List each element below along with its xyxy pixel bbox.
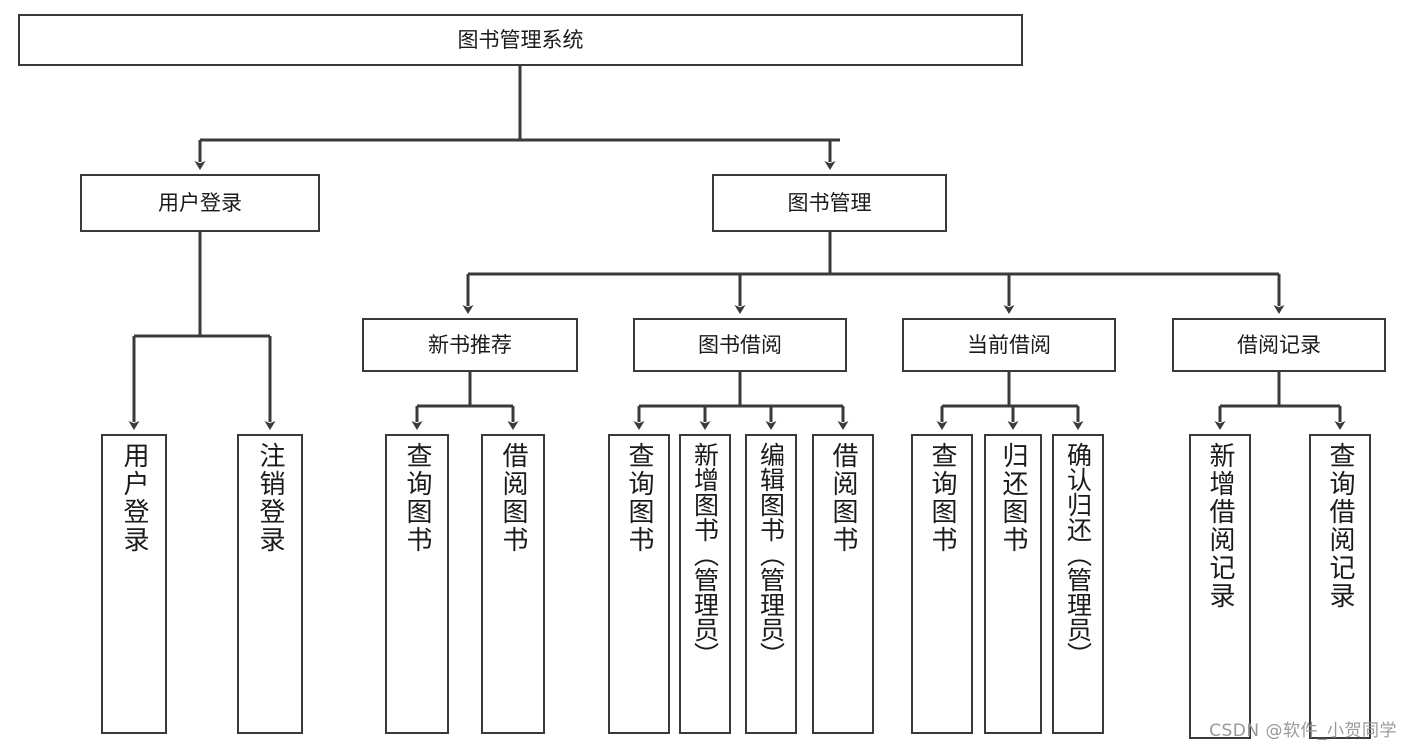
node-user-login-label: 用户登录 [158,190,242,215]
node-leaf-query-record[interactable]: 查询借阅记录 [1309,434,1371,739]
node-root-label: 图书管理系统 [457,27,584,52]
node-current-borrow[interactable]: 当前借阅 [902,318,1116,372]
node-leaf-borrow-book-2-label: 借阅图书 [828,442,858,554]
node-leaf-confirm-return[interactable]: 确认归还（管理员） [1052,434,1104,734]
node-leaf-borrow-book-2[interactable]: 借阅图书 [812,434,874,734]
node-user-login[interactable]: 用户登录 [80,174,320,232]
node-new-book-rec-label: 新书推荐 [428,332,512,357]
node-leaf-query-record-label: 查询借阅记录 [1325,442,1355,610]
node-leaf-return-book-label: 归还图书 [998,442,1028,554]
node-leaf-edit-book-label: 编辑图书（管理员） [756,442,786,667]
node-leaf-query-book-1-label: 查询图书 [402,442,432,554]
node-leaf-query-book-2[interactable]: 查询图书 [608,434,670,734]
node-leaf-add-record-label: 新增借阅记录 [1205,442,1235,610]
node-leaf-user-login[interactable]: 用户登录 [101,434,167,734]
csdn-watermark: CSDN @软件_小贺同学 [1209,721,1397,741]
node-leaf-add-book[interactable]: 新增图书（管理员） [679,434,731,734]
node-borrow-record-label: 借阅记录 [1237,332,1321,357]
node-leaf-add-record[interactable]: 新增借阅记录 [1189,434,1251,739]
node-leaf-query-book-1[interactable]: 查询图书 [385,434,449,734]
node-leaf-edit-book[interactable]: 编辑图书（管理员） [745,434,797,734]
node-leaf-logout[interactable]: 注销登录 [237,434,303,734]
node-leaf-borrow-book-1[interactable]: 借阅图书 [481,434,545,734]
node-leaf-user-login-label: 用户登录 [119,442,149,554]
node-leaf-return-book[interactable]: 归还图书 [984,434,1042,734]
node-leaf-query-book-3-label: 查询图书 [927,442,957,554]
node-leaf-borrow-book-1-label: 借阅图书 [498,442,528,554]
node-book-borrow[interactable]: 图书借阅 [633,318,847,372]
node-borrow-record[interactable]: 借阅记录 [1172,318,1386,372]
node-book-manage-label: 图书管理 [787,190,872,215]
node-leaf-confirm-return-label: 确认归还（管理员） [1063,442,1093,667]
node-leaf-logout-label: 注销登录 [255,442,285,554]
node-leaf-add-book-label: 新增图书（管理员） [690,442,720,667]
node-book-manage[interactable]: 图书管理 [712,174,947,232]
node-leaf-query-book-3[interactable]: 查询图书 [911,434,973,734]
node-root[interactable]: 图书管理系统 [18,14,1023,66]
node-new-book-rec[interactable]: 新书推荐 [362,318,578,372]
node-leaf-query-book-2-label: 查询图书 [624,442,654,554]
node-current-borrow-label: 当前借阅 [967,332,1051,357]
node-book-borrow-label: 图书借阅 [698,332,782,357]
